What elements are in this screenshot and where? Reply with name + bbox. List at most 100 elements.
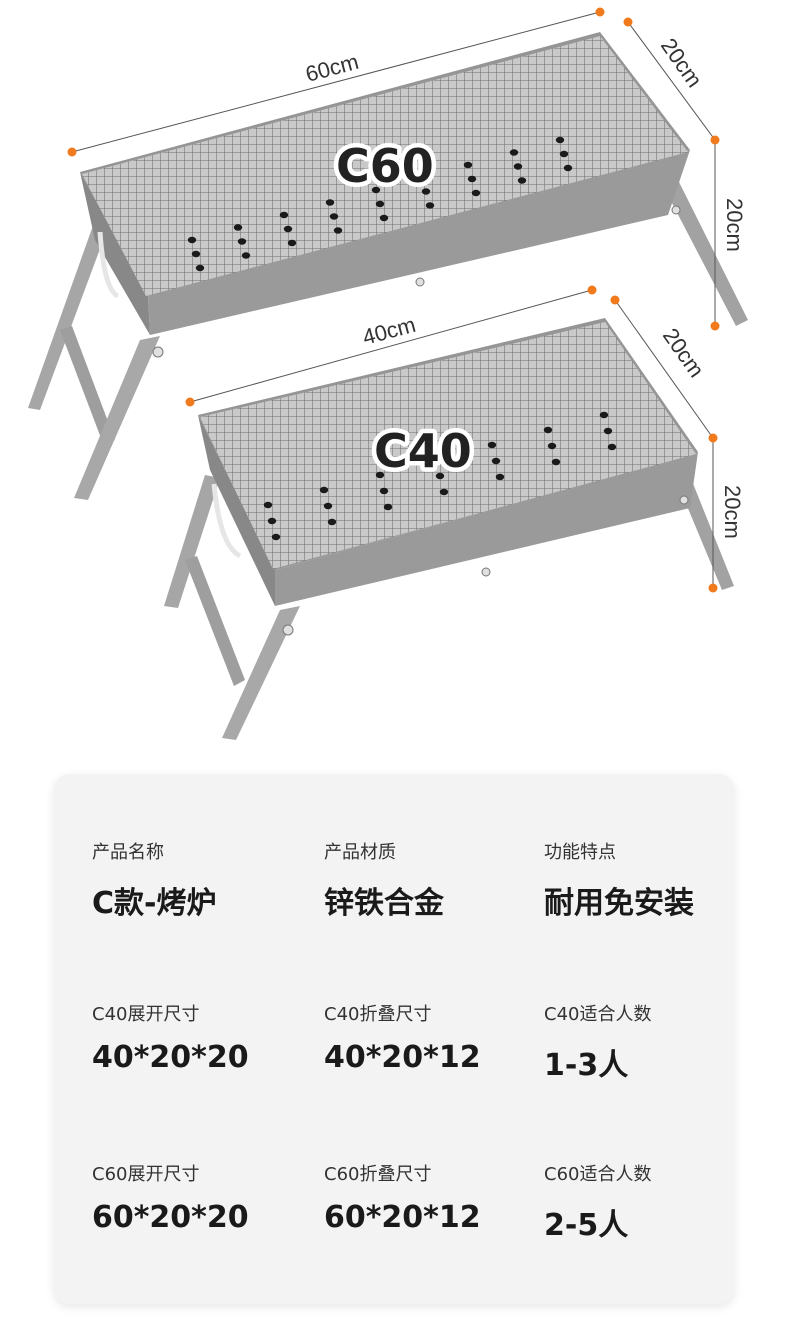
spec-label: 产品名称 <box>92 842 164 863</box>
vent-hole <box>513 163 523 170</box>
vent-hole <box>563 164 573 172</box>
grill-c40-leg <box>222 606 300 740</box>
spec-c40-folded: C40折叠尺寸 40*20*12 <box>324 1000 544 1075</box>
vent-hole <box>439 488 449 496</box>
vent-hole <box>241 252 251 259</box>
vent-hole <box>431 456 441 464</box>
spec-value: 60*20*20 <box>92 1200 249 1235</box>
vent-hole <box>559 150 569 158</box>
grill-illustration: 60cm 20cm 20cm C60 40cm 20cm 20cm C40 <box>28 7 748 740</box>
vent-hole <box>383 503 393 511</box>
grill-c60-leg <box>60 326 115 446</box>
vent-hole <box>603 427 613 435</box>
vent-hole <box>263 501 273 509</box>
vent-hole <box>333 227 343 234</box>
spec-c60-open: C60展开尺寸 60*20*20 <box>92 1160 312 1235</box>
grill-c60-side-panel <box>80 172 150 335</box>
vent-hole <box>463 161 473 169</box>
spec-value: 60*20*12 <box>324 1200 481 1235</box>
spec-material: 产品材质 锌铁合金 <box>324 838 544 922</box>
vent-hole <box>543 426 553 434</box>
vent-hole <box>371 186 381 194</box>
vent-hole <box>267 517 277 525</box>
grill-c40-leg <box>164 475 220 608</box>
spec-label: C40展开尺寸 <box>92 1004 200 1025</box>
vent-hole <box>471 189 481 197</box>
spec-feature: 功能特点 耐用免安装 <box>544 838 764 922</box>
spec-label: 功能特点 <box>544 842 616 863</box>
grill-c60-leg <box>660 176 748 326</box>
vent-hole <box>327 518 337 526</box>
vent-hole <box>467 175 477 183</box>
grill-c60-handle <box>97 231 120 299</box>
spec-value: 耐用免安装 <box>544 886 694 921</box>
spec-name: 产品名称 C款-烤炉 <box>92 838 312 922</box>
vent-hole <box>287 239 297 247</box>
spec-value: 锌铁合金 <box>324 886 444 921</box>
grill-c40-height-label: 20cm <box>720 485 745 539</box>
vent-hole <box>329 213 339 220</box>
vent-hole <box>233 224 243 231</box>
vent-hole <box>551 458 561 466</box>
spec-label: C40折叠尺寸 <box>324 1004 432 1025</box>
vent-hole <box>425 202 435 209</box>
spec-value: 40*20*12 <box>324 1040 481 1075</box>
grill-c60-front-wall <box>148 150 690 335</box>
vent-hole <box>237 238 247 245</box>
vent-hole <box>435 472 445 480</box>
grill-c60-model-label: C60 <box>336 139 434 193</box>
spec-c60-people: C60适合人数 2-5人 <box>544 1160 764 1244</box>
vent-hole <box>319 486 329 494</box>
spec-label: C40适合人数 <box>544 1004 652 1025</box>
vent-hole <box>509 149 519 156</box>
vent-hole <box>421 188 431 195</box>
vent-hole <box>187 236 197 244</box>
grill-c60-height-label: 20cm <box>722 198 747 252</box>
grill-c40-width-label: 20cm <box>658 324 709 382</box>
vent-hole <box>375 200 385 208</box>
vent-hole <box>547 442 557 450</box>
vent-hole <box>417 174 427 181</box>
grill-c40-leg <box>185 556 245 686</box>
grill-c40: 40cm 20cm 20cm C40 <box>164 285 745 740</box>
grill-c40-length-label: 40cm <box>360 312 418 350</box>
grill-c60-mesh <box>82 36 688 296</box>
grill-c40-side-panel <box>198 415 275 606</box>
vent-hole <box>555 136 565 144</box>
vent-hole <box>379 214 389 222</box>
vent-hole <box>599 411 609 419</box>
spec-label: C60展开尺寸 <box>92 1164 200 1185</box>
spec-value: 40*20*20 <box>92 1040 249 1075</box>
grill-c40-handle <box>211 483 242 559</box>
vent-hole <box>191 250 201 258</box>
spec-c40-people: C40适合人数 1-3人 <box>544 1000 764 1084</box>
vent-hole <box>379 487 389 495</box>
vent-hole <box>375 471 385 479</box>
grill-c60-width-label: 20cm <box>656 34 707 92</box>
vent-hole <box>487 441 497 449</box>
grill-c60-leg <box>28 220 110 410</box>
spec-c40-open: C40展开尺寸 40*20*20 <box>92 1000 312 1075</box>
vent-hole <box>271 533 281 541</box>
spec-label: 产品材质 <box>324 842 396 863</box>
spec-value: C款-烤炉 <box>92 886 217 921</box>
vent-hole <box>195 264 205 272</box>
spec-label: C60适合人数 <box>544 1164 652 1185</box>
grill-c40-model-label: C40 <box>374 424 472 478</box>
grill-c60-leg <box>74 336 160 500</box>
grill-c40-front-wall <box>275 452 698 606</box>
vent-hole <box>283 225 293 233</box>
spec-label: C60折叠尺寸 <box>324 1164 432 1185</box>
vent-hole <box>325 199 335 206</box>
vent-hole <box>323 502 333 510</box>
vent-hole <box>495 473 505 481</box>
spec-card: 产品名称 C款-烤炉 产品材质 锌铁合金 功能特点 耐用免安装 C40展开尺寸 … <box>54 774 734 1304</box>
spec-c60-folded: C60折叠尺寸 60*20*12 <box>324 1160 544 1235</box>
vent-hole <box>279 211 289 219</box>
spec-value: 2-5人 <box>544 1208 629 1243</box>
vent-hole <box>517 177 527 184</box>
grill-c40-mesh <box>200 322 696 569</box>
vent-hole <box>491 457 501 465</box>
spec-value: 1-3人 <box>544 1048 629 1083</box>
grill-c60-length-label: 60cm <box>303 49 361 87</box>
